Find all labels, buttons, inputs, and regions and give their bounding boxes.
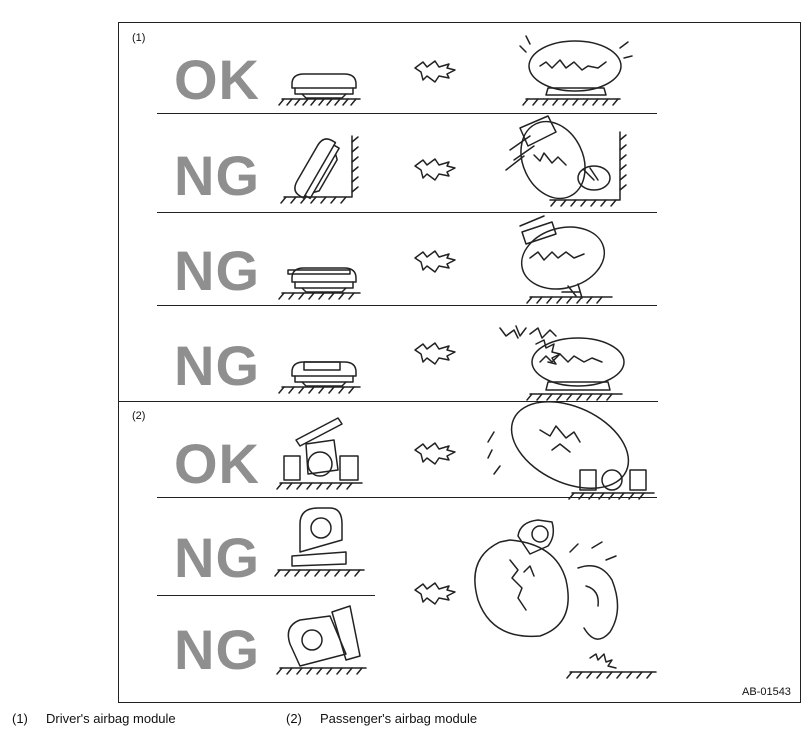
figure-reference-code: AB-01543 (742, 686, 791, 698)
passenger-airbag-deployed-safe-icon (487, 400, 655, 500)
row-divider (157, 113, 657, 114)
driver-module-object-attached-icon (278, 361, 361, 394)
deploy-arrow-icon (414, 60, 456, 83)
driver-module-face-up-icon (278, 73, 361, 106)
passenger-module-upright-icon (276, 417, 363, 490)
object-thrown-airbag-icon (519, 215, 613, 304)
section-divider (118, 401, 658, 402)
deploy-arrow-icon (414, 250, 456, 273)
airbag-deflected-by-wall-icon (505, 115, 627, 207)
legend-text: Passenger's airbag module (320, 711, 478, 726)
passenger-module-tilted-icon (276, 605, 367, 675)
object-ejected-airbag-icon (499, 325, 625, 401)
diagram-frame (118, 22, 801, 703)
verdict-label-row-5: OK (174, 432, 260, 495)
legend-number: (1) (12, 711, 28, 726)
verdict-label-row-6: NG (174, 526, 260, 589)
passenger-module-unsupported-icon (274, 507, 365, 577)
legend-text: Driver's airbag module (46, 711, 176, 726)
row-divider (157, 305, 657, 306)
legend-item-driver: (1) Driver's airbag module (12, 711, 176, 726)
driver-module-object-on-top-icon (278, 267, 361, 300)
verdict-label-row-4: NG (174, 334, 260, 397)
deploy-arrow-icon (414, 342, 456, 365)
driver-module-against-wall-icon (280, 134, 359, 204)
deploy-arrow-icon (414, 442, 456, 465)
legend-number: (2) (286, 711, 302, 726)
section-label-driver: (1) (132, 32, 146, 44)
deploy-arrow-icon (414, 158, 456, 181)
row-divider (157, 497, 657, 498)
airbag-deployed-safe-icon (519, 35, 633, 106)
passenger-module-thrown-icon (474, 519, 657, 679)
verdict-label-row-2: NG (174, 144, 260, 207)
section-label-passenger: (2) (132, 410, 146, 422)
verdict-label-row-3: NG (174, 239, 260, 302)
row-divider (157, 595, 375, 596)
verdict-label-row-7: NG (174, 618, 260, 681)
deploy-arrow-icon (414, 582, 456, 605)
verdict-label-row-1: OK (174, 48, 260, 111)
legend-item-passenger: (2) Passenger's airbag module (286, 711, 477, 726)
row-divider (157, 212, 657, 213)
